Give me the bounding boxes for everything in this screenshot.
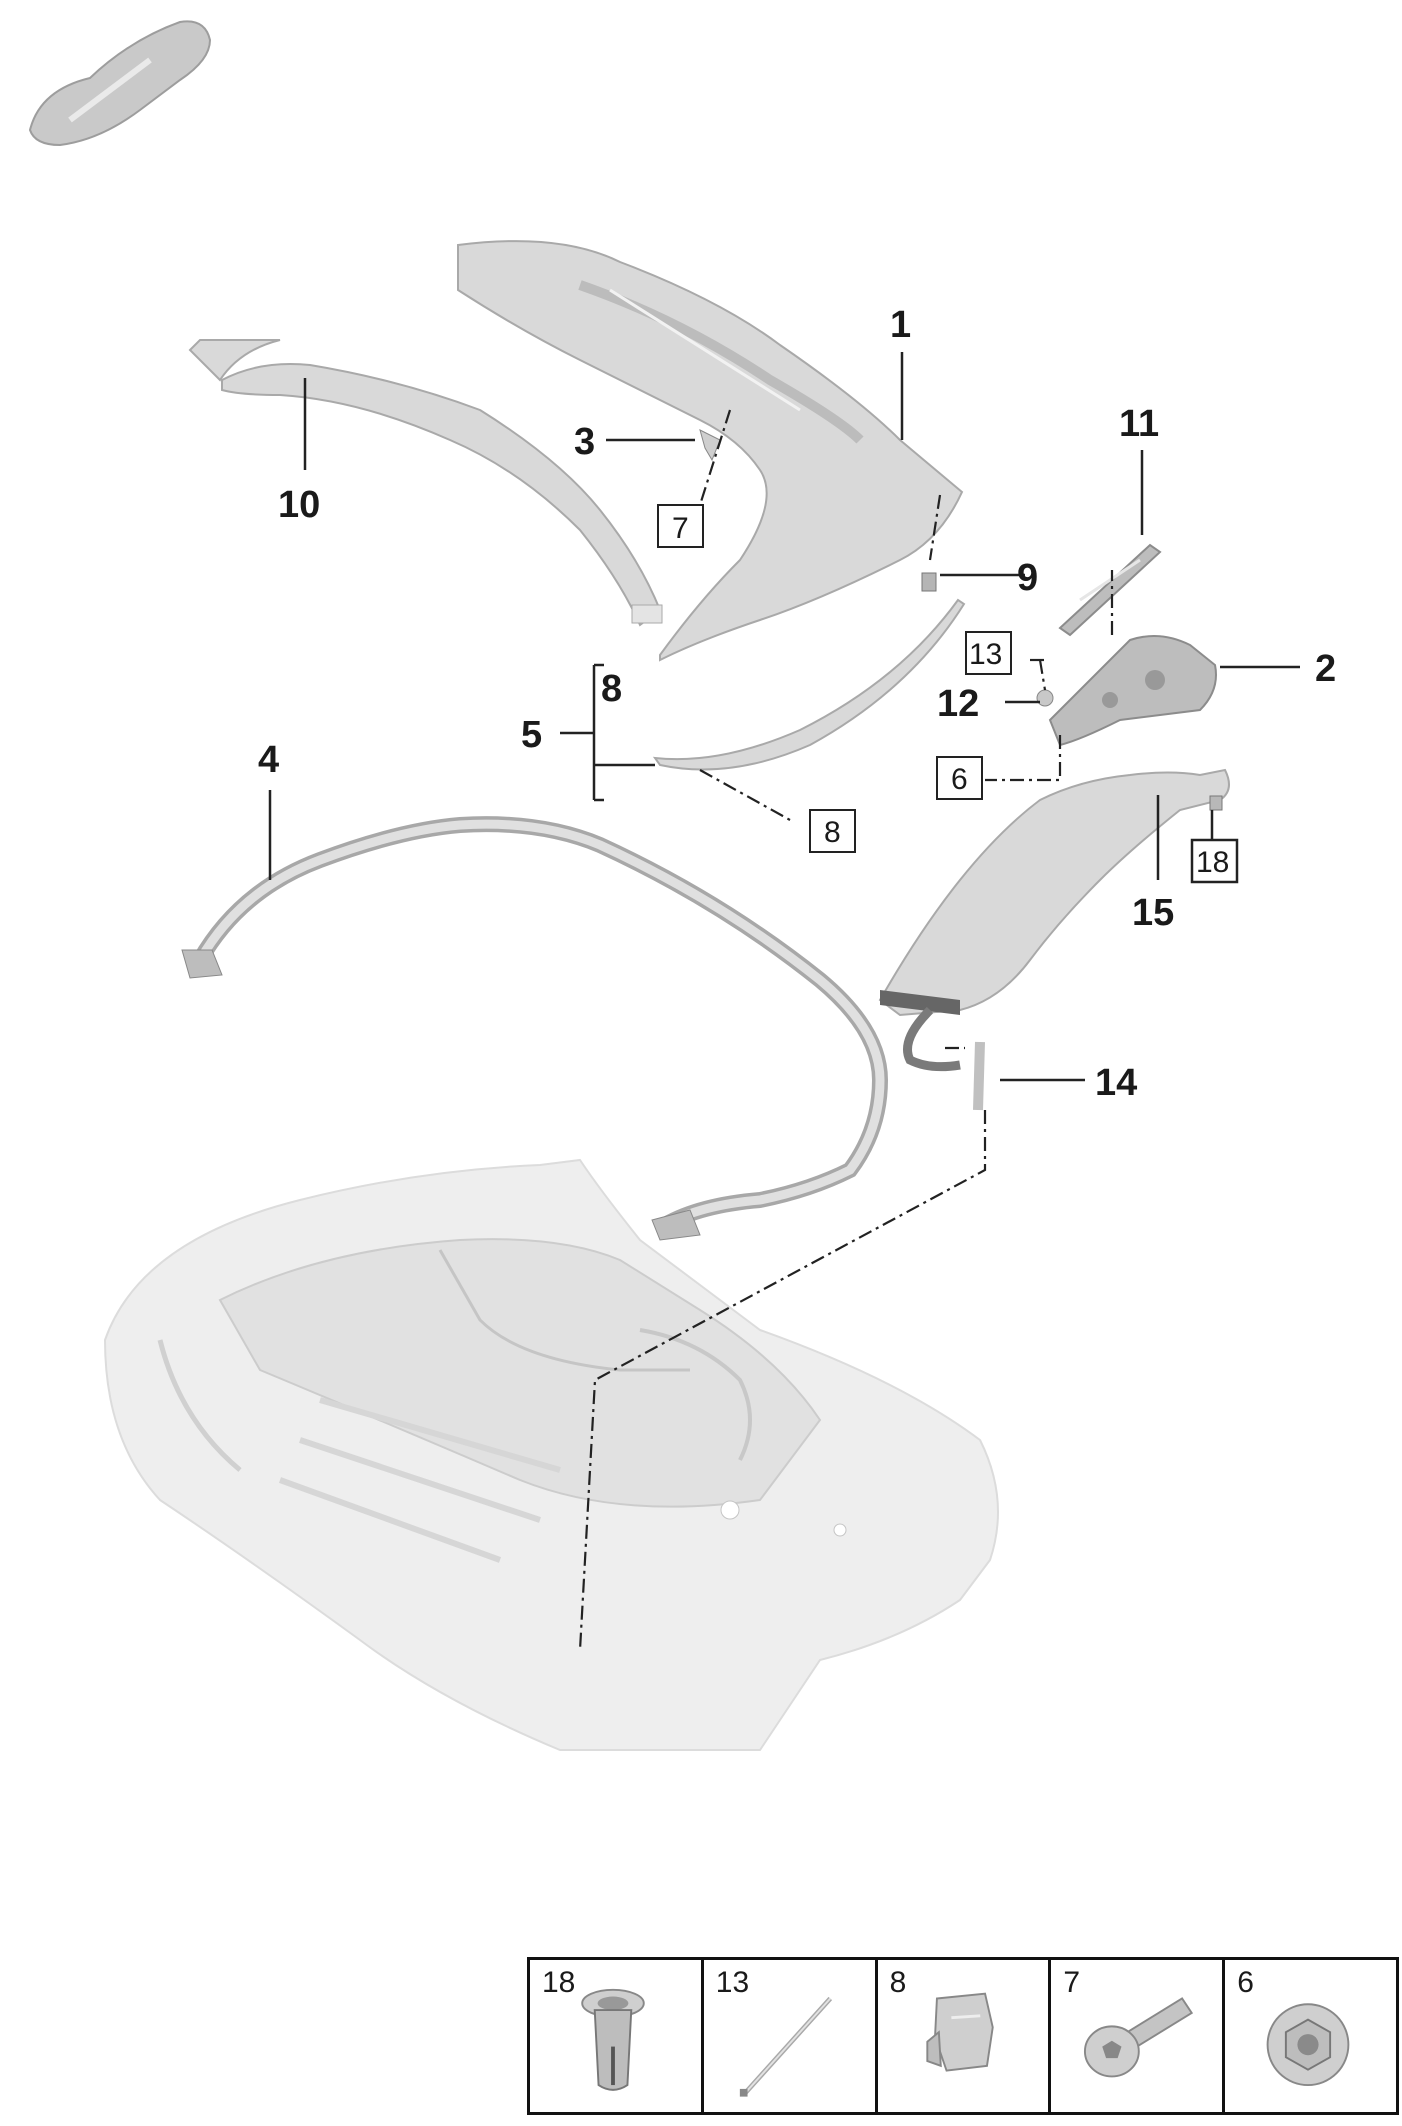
cable-tie-icon	[739, 1996, 832, 2097]
label-3: 3	[574, 421, 595, 463]
label-14: 14	[1095, 1062, 1137, 1104]
rear-body-shell	[103, 1158, 999, 1751]
label-4: 4	[258, 739, 279, 781]
part-14-drain-hose	[973, 1041, 985, 1111]
car-icon	[28, 20, 212, 147]
box-label-6: 6	[951, 763, 968, 796]
label-11: 11	[1119, 403, 1159, 445]
part-12-plug	[1036, 689, 1054, 707]
part-15-drain-channel	[878, 768, 1230, 1072]
hardware-number: 8	[889, 1966, 907, 1999]
hardware-number: 7	[1063, 1966, 1081, 1999]
box-label-8: 8	[824, 816, 841, 849]
plastic-rivet-icon	[581, 1988, 645, 2091]
box-label-13: 13	[969, 638, 1002, 671]
part-2-hinge	[1048, 635, 1217, 747]
push-clip-icon	[925, 1992, 994, 2072]
part-3-fastener	[699, 429, 721, 462]
part-10-trim-strip	[188, 339, 663, 627]
dash-dot-lines	[578, 409, 1114, 1651]
hardware-cell-7: 7	[1051, 1960, 1226, 2112]
label-8: 8	[601, 668, 622, 710]
leader-lines	[268, 352, 1300, 1082]
part-5-seal-strip	[652, 598, 966, 771]
hardware-table: 18 13 8 7 6	[527, 1957, 1399, 2115]
label-12: 12	[937, 683, 979, 725]
part-11-bracket	[1058, 543, 1162, 637]
box-label-7: 7	[672, 512, 689, 545]
part-1-rear-panel	[457, 240, 964, 662]
part-9-clip	[921, 572, 937, 592]
hex-nut-icon	[1266, 2003, 1350, 2087]
hardware-cell-8: 8	[878, 1960, 1052, 2112]
label-10: 10	[278, 484, 320, 526]
label-15: 15	[1132, 892, 1174, 934]
label-9: 9	[1017, 557, 1038, 599]
hardware-cell-18: 18	[530, 1960, 704, 2112]
hardware-number: 13	[715, 1966, 750, 1999]
hardware-number: 6	[1237, 1966, 1254, 1999]
box-label-18: 18	[1196, 846, 1229, 879]
label-1: 1	[890, 304, 911, 346]
hardware-cell-6: 6	[1225, 1960, 1396, 2112]
part-18-rivet	[1209, 795, 1223, 811]
label-2: 2	[1315, 648, 1336, 690]
hardware-cell-13: 13	[704, 1960, 878, 2112]
hardware-number: 18	[542, 1966, 576, 1999]
callout-labels: 1 2 3 4 5 8 9 10 11 12 14 15	[258, 304, 1336, 1104]
label-5: 5	[521, 714, 542, 756]
torx-bolt-icon	[1084, 1997, 1194, 2078]
boxed-callouts: 7 13 6 8 18	[657, 504, 1239, 884]
part-4-roof-frame	[181, 816, 889, 1241]
